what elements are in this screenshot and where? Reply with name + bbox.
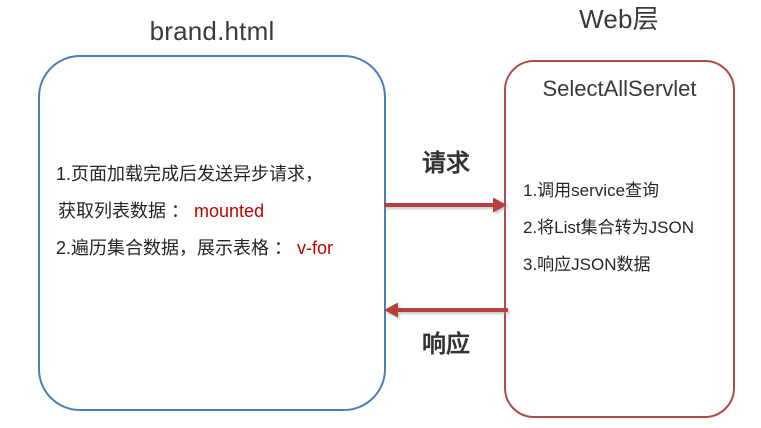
- client-line-3: 2.遍历集合数据，展示表格 ： v-for: [56, 230, 396, 267]
- server-line-3: 3.响应JSON数据: [523, 255, 651, 274]
- server-node-title: Web层: [579, 4, 659, 34]
- client-line-2-keyword: mounted: [194, 201, 265, 221]
- response-arrow-icon: [384, 302, 508, 318]
- client-line-3-text: 2.遍历集合数据，展示表格 ：: [56, 238, 293, 258]
- client-line-1: 1.页面加载完成后发送异步请求，: [56, 156, 396, 193]
- server-line-1: 1.调用service查询: [523, 181, 660, 200]
- client-line-2: 获取列表数据 ： mounted: [56, 193, 396, 230]
- response-arrow-label: 响应: [422, 331, 470, 358]
- server-node-heading: SelectAllServlet: [542, 76, 697, 101]
- server-node-content: 1.调用service查询 2.将List集合转为JSON 3.响应JSON数据: [523, 172, 743, 283]
- request-arrow-icon: [384, 197, 507, 213]
- client-line-1-text: 1.页面加载完成后发送异步请求，: [56, 164, 324, 184]
- client-node-title: brand.html: [149, 16, 275, 46]
- server-line-2: 2.将List集合转为JSON: [523, 218, 694, 237]
- client-node-box: [38, 55, 386, 411]
- client-line-3-keyword: v-for: [297, 238, 334, 258]
- client-node-content: 1.页面加载完成后发送异步请求， 获取列表数据 ： mounted 2.遍历集合…: [56, 156, 396, 267]
- server-node-box: [504, 60, 735, 418]
- request-arrow-label: 请求: [422, 150, 470, 177]
- client-line-2-text: 获取列表数据 ：: [58, 201, 190, 221]
